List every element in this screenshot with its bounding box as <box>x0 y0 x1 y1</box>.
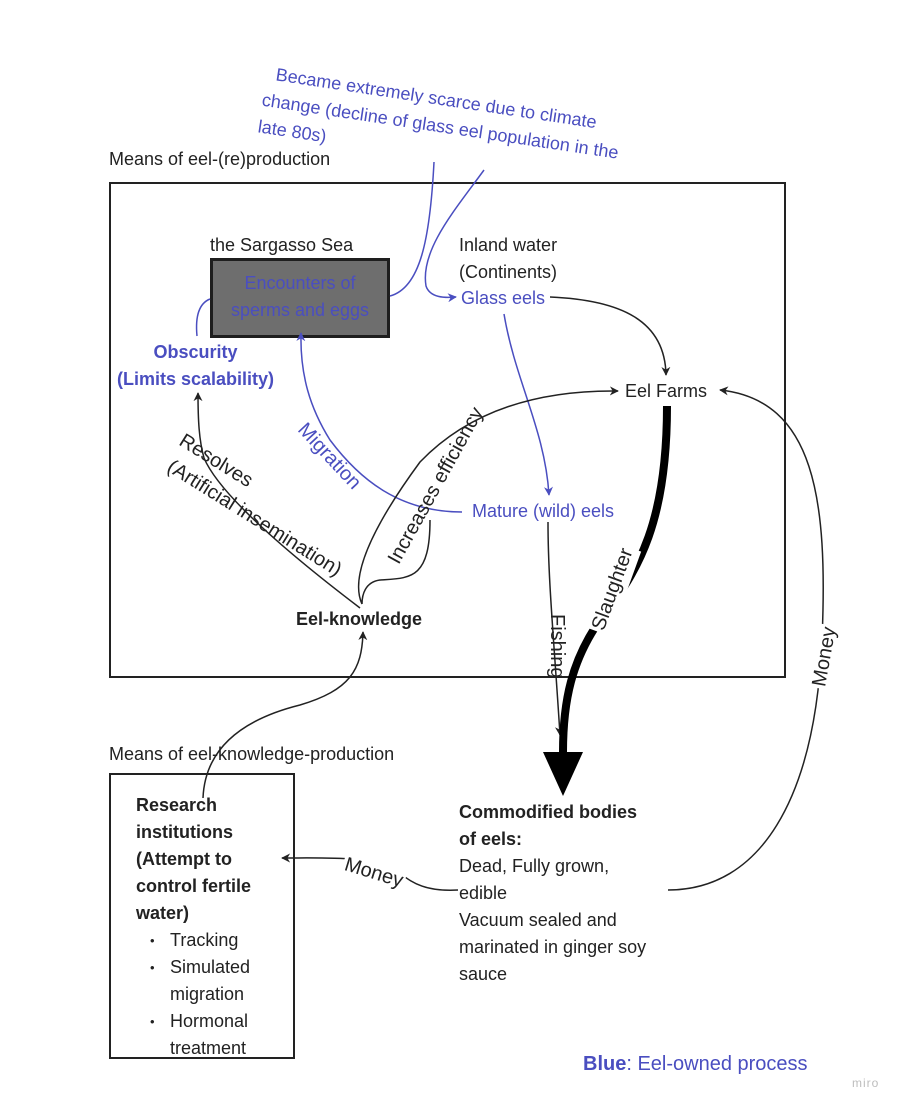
miro-watermark: miro <box>852 1076 880 1090</box>
commodified-desc-5: sauce <box>459 964 508 984</box>
commodified-title-1: Commodified bodies <box>459 802 638 822</box>
legend: Blue: Eel-owned process <box>583 1051 808 1077</box>
eel-farms-node: Eel Farms <box>625 381 708 401</box>
research-title-2: institutions <box>136 822 233 842</box>
sargasso-title: the Sargasso Sea <box>210 235 354 255</box>
commodified-desc-4: marinated in ginger soy <box>459 937 647 957</box>
glass-to-farms-arrow <box>549 296 671 376</box>
inland-line-2: (Continents) <box>459 262 558 282</box>
commodified-title-2: of eels: <box>459 829 523 849</box>
research-title-5: water) <box>136 903 190 923</box>
migration-arrow <box>296 332 463 513</box>
research-title-3: (Attempt to <box>136 849 232 869</box>
efficiency-arrow <box>357 391 618 605</box>
research-to-knowledge-arrow <box>202 631 368 799</box>
research-list: Tracking Simulated migration Hormonal tr… <box>136 927 266 1062</box>
obscurity-line-2: (Limits scalability) <box>117 369 275 389</box>
research-node: Research institutions (Attempt to contro… <box>136 792 286 1062</box>
commodified-node: Commodified bodies of eels: Dead, Fully … <box>459 799 646 988</box>
slaughter-arrowhead <box>543 752 583 796</box>
commodified-desc-2: edible <box>459 883 508 903</box>
encounters-line-2: sperms and eggs <box>230 300 370 320</box>
mature-eels-node: Mature (wild) eels <box>472 501 615 521</box>
obscurity-to-sea-line <box>195 298 211 337</box>
research-item-simulated-migration: Simulated migration <box>136 954 266 1008</box>
legend-text: : Eel-owned process <box>626 1053 808 1075</box>
research-item-hormonal-treatment: Hormonal treatment <box>136 1008 266 1062</box>
eel-knowledge-node: Eel-knowledge <box>296 609 423 629</box>
obscurity-line-1: Obscurity <box>153 342 238 362</box>
fishing-label: Fishing <box>546 614 568 679</box>
encounters-line-1: Encounters of <box>244 273 356 293</box>
obscurity-node: Obscurity (Limits scalability) <box>117 339 274 393</box>
commodified-desc-1: Dead, Fully grown, <box>459 856 610 876</box>
glass-to-mature-arrow <box>503 313 553 496</box>
research-item-tracking: Tracking <box>136 927 266 954</box>
encounters-node: Encounters of sperms and eggs <box>210 270 390 324</box>
commodified-desc-3: Vacuum sealed and <box>459 910 617 930</box>
scarcity-to-encounters-line <box>389 161 435 297</box>
research-title-4: control fertile <box>136 876 252 896</box>
money-right-arrow <box>667 386 824 891</box>
glass-eels-node: Glass eels <box>461 288 546 308</box>
research-title-1: Research <box>136 795 218 815</box>
inland-water-label: Inland water (Continents) <box>459 232 557 286</box>
inland-line-1: Inland water <box>459 235 558 255</box>
knowledge-frame-title: Means of eel-knowledge-production <box>109 744 395 764</box>
reproduction-frame <box>109 182 786 678</box>
resolves-arrow <box>193 392 361 609</box>
legend-key: Blue <box>583 1053 627 1075</box>
reproduction-frame-title: Means of eel-(re)production <box>109 149 331 169</box>
fishing-arrow <box>547 521 564 736</box>
scarcity-to-glass-eels-arrow <box>424 169 485 303</box>
